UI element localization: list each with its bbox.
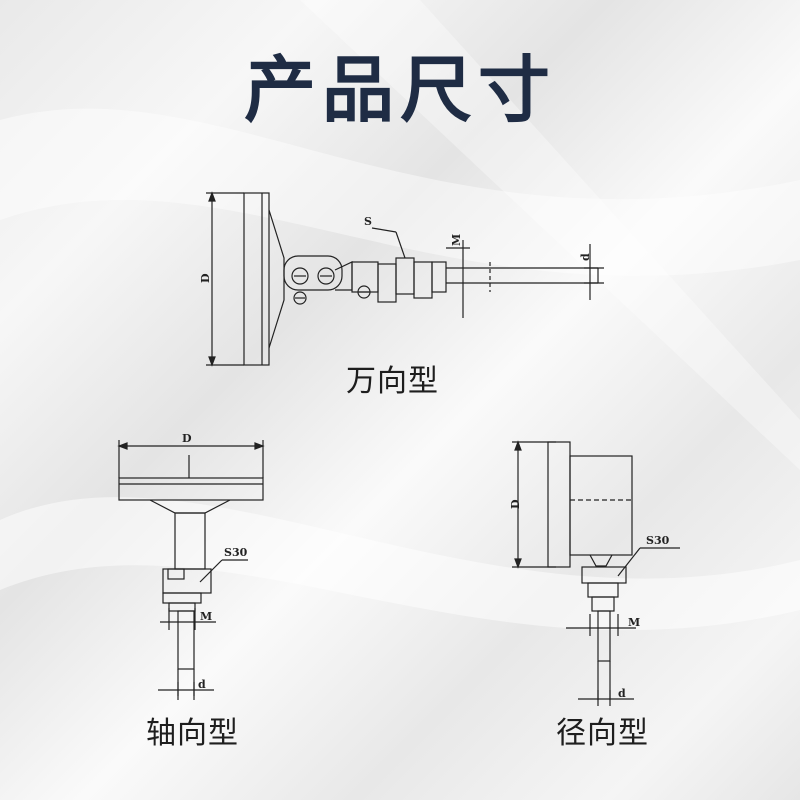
universal-dim-d: D xyxy=(199,273,212,283)
caption-universal: 万向型 xyxy=(346,364,439,399)
radial-dim-d: D xyxy=(509,499,522,509)
caption-radial: 径向型 xyxy=(556,716,649,751)
universal-dim-stem: d xyxy=(579,253,592,261)
axial-dim-s30: S30 xyxy=(224,546,248,559)
axial-dim-d: D xyxy=(182,432,192,445)
caption-axial: 轴向型 xyxy=(146,716,239,751)
universal-dim-m: M xyxy=(450,234,463,246)
universal-dim-s: S xyxy=(364,215,372,228)
axial-dim-m: M xyxy=(200,610,212,623)
page-title: 产品尺寸 xyxy=(243,48,556,132)
universal-type-drawing: D S M d xyxy=(199,191,604,367)
radial-dim-s30: S30 xyxy=(646,534,670,547)
axial-type-drawing: D S30 M d xyxy=(117,432,265,700)
radial-dim-stem: d xyxy=(618,687,626,700)
radial-dim-m: M xyxy=(628,616,640,629)
axial-dim-stem: d xyxy=(198,678,206,691)
radial-type-drawing: D S30 M d xyxy=(509,440,680,706)
